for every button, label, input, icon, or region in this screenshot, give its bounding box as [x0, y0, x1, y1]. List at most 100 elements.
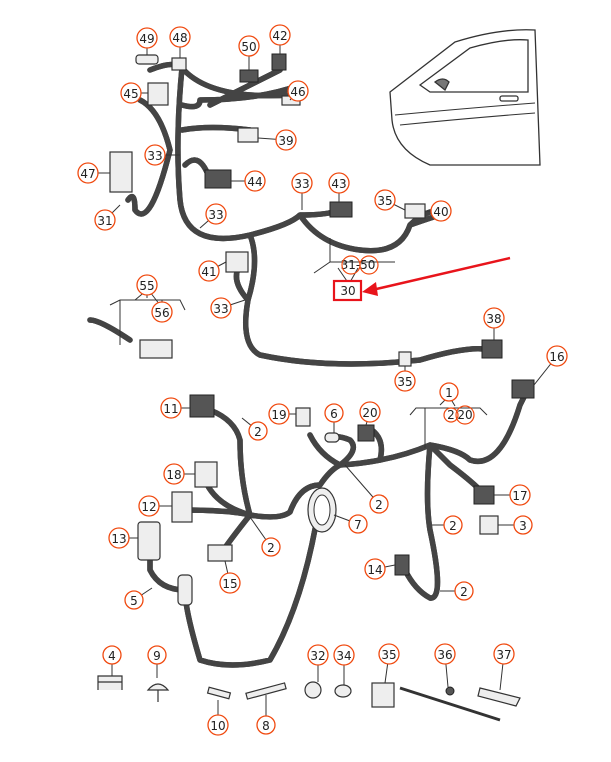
callout-31[interactable]: 31	[94, 204, 121, 231]
callout-circle	[169, 26, 191, 48]
callout-2[interactable]: 2	[249, 516, 281, 557]
upper-wiring-harness	[87, 64, 493, 364]
callout-circle	[108, 527, 130, 549]
callout-10[interactable]: 10	[207, 700, 229, 736]
callout-18[interactable]: 18	[163, 463, 195, 485]
callout-number: 16	[549, 350, 564, 364]
callout-circle	[509, 484, 531, 506]
callout-circle	[328, 172, 350, 194]
callout-37[interactable]: 37	[493, 643, 515, 691]
callout-48[interactable]: 48	[169, 26, 191, 58]
callout-circle	[219, 572, 241, 594]
callout-1[interactable]: 1	[439, 382, 459, 402]
callout-number: 6	[330, 407, 338, 421]
callout-41[interactable]: 41	[198, 260, 227, 282]
callout-number: 18	[166, 468, 181, 482]
callout-34[interactable]: 34	[333, 644, 355, 685]
callout-4[interactable]: 4	[102, 645, 122, 676]
callout-number: 10	[210, 719, 225, 733]
callout-circle	[513, 515, 533, 535]
range-label-31-50: 31-50	[341, 258, 376, 272]
callout-number: 41	[201, 265, 216, 279]
callout-circle	[94, 209, 116, 231]
callout-2[interactable]: 2	[432, 515, 463, 535]
callout-50[interactable]: 50	[238, 35, 260, 70]
callout-40[interactable]: 40	[425, 200, 452, 222]
callout-circle	[261, 537, 281, 557]
callout-number: 43	[331, 177, 346, 191]
callout-circle	[359, 401, 381, 423]
callout-circle	[443, 515, 463, 535]
callout-number: 33	[294, 177, 309, 191]
callout-number: 50	[241, 40, 256, 54]
callout-20[interactable]: 20	[359, 401, 381, 426]
callout-2[interactable]: 2	[344, 464, 389, 514]
callout-circle	[120, 82, 142, 104]
callout-number: 9	[153, 649, 161, 663]
range-brackets	[109, 238, 488, 448]
callout-13[interactable]: 13	[108, 527, 138, 549]
callout-circle	[333, 644, 355, 666]
callout-36[interactable]: 36	[434, 643, 456, 688]
callout-number: 38	[486, 312, 501, 326]
callout-number: 45	[123, 87, 138, 101]
callout-8[interactable]: 8	[256, 695, 276, 735]
callout-43[interactable]: 43	[328, 172, 350, 202]
callout-number: 12	[141, 500, 156, 514]
callout-number: 55	[139, 279, 154, 293]
callout-number: 33	[147, 149, 162, 163]
callout-number: 15	[222, 577, 237, 591]
callout-number: 49	[139, 32, 154, 46]
callout-46[interactable]: 46	[287, 80, 309, 102]
callout-number: 32	[310, 649, 325, 663]
callout-33[interactable]: 33	[210, 297, 246, 319]
callout-12[interactable]: 12	[138, 495, 172, 517]
callout-16[interactable]: 16	[533, 345, 568, 386]
callout-35[interactable]: 35	[378, 643, 400, 684]
callout-circle	[291, 172, 313, 194]
callout-33[interactable]: 33	[144, 144, 180, 166]
callout-45[interactable]: 45	[120, 82, 148, 104]
callout-35[interactable]: 35	[374, 189, 406, 211]
callout-circle	[430, 200, 452, 222]
callout-47[interactable]: 47	[77, 162, 110, 184]
callout-32[interactable]: 32	[307, 644, 329, 682]
callout-number: 14	[367, 563, 382, 577]
callout-33[interactable]: 33	[291, 172, 313, 210]
callout-circle	[102, 645, 122, 665]
callout-circle	[160, 397, 182, 419]
callout-number: 46	[290, 85, 305, 99]
callout-35[interactable]: 35	[394, 366, 416, 392]
callout-9[interactable]: 9	[147, 645, 167, 678]
callout-42[interactable]: 42	[269, 24, 291, 54]
callout-17[interactable]: 17	[494, 484, 531, 506]
callout-39[interactable]: 39	[257, 129, 297, 151]
callout-number: 3	[519, 519, 527, 533]
callout-circle	[493, 643, 515, 665]
callout-56[interactable]: 56	[151, 300, 173, 323]
callout-2[interactable]: 2	[440, 581, 474, 601]
callout-3[interactable]: 3	[498, 515, 533, 535]
callout-circle	[244, 170, 266, 192]
callout-19[interactable]: 19	[268, 403, 296, 425]
callout-44[interactable]: 44	[231, 170, 266, 192]
callout-15[interactable]: 15	[219, 560, 241, 594]
callout-14[interactable]: 14	[364, 558, 396, 580]
callout-circle	[324, 403, 344, 423]
callout-circle	[434, 643, 456, 665]
callout-circle	[256, 715, 276, 735]
callout-5[interactable]: 5	[124, 587, 153, 610]
highlighted-part-30[interactable]: 30	[332, 279, 363, 302]
callout-38[interactable]: 38	[483, 307, 505, 340]
callout-49[interactable]: 49	[136, 27, 158, 55]
callout-number: 56	[154, 306, 169, 320]
callout-number: 2	[267, 541, 275, 555]
callout-2[interactable]: 2	[241, 417, 268, 441]
callout-7[interactable]: 7	[333, 514, 368, 534]
callout-6[interactable]: 6	[324, 403, 344, 433]
callout-55[interactable]: 55	[136, 274, 158, 298]
callout-11[interactable]: 11	[160, 397, 190, 419]
callout-33[interactable]: 33	[199, 203, 227, 229]
callout-number: 1	[445, 386, 453, 400]
